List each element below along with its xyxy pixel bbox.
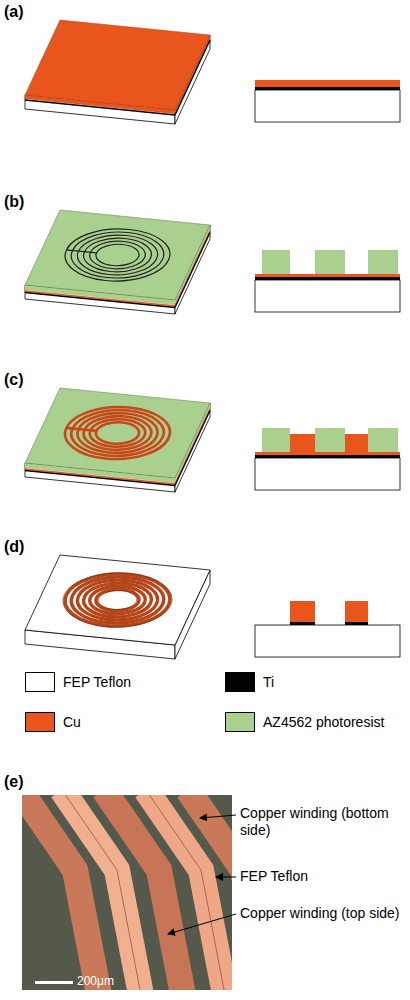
callout-label: Copper winding (bottom side) — [240, 805, 405, 839]
panel-label: (c) — [4, 370, 24, 389]
panel-label: (e) — [4, 772, 24, 791]
legend-entry: Ti — [225, 672, 274, 692]
panel-label: (b) — [4, 192, 24, 211]
callout-label: Copper winding (top side) — [240, 905, 405, 922]
panel-label: (d) — [4, 537, 24, 556]
legend-swatch — [225, 712, 255, 732]
legend-text: Cu — [63, 714, 81, 730]
legend-text: AZ4562 photoresist — [263, 714, 384, 730]
micrograph — [22, 795, 232, 990]
step-b — [25, 210, 400, 314]
legend-entry: FEP Teflon — [25, 672, 131, 692]
leader-arrows — [168, 815, 236, 934]
callout-label: FEP Teflon — [240, 868, 405, 885]
legend-swatch — [225, 672, 255, 692]
legend-entry: Cu — [25, 712, 81, 732]
legend-text: Ti — [263, 674, 274, 690]
legend-swatch — [25, 712, 55, 732]
step-a — [25, 20, 400, 124]
legend-text: FEP Teflon — [63, 674, 131, 690]
step-d — [25, 555, 400, 659]
step-c — [25, 388, 400, 492]
scale-bar-label: 200μm — [77, 974, 114, 988]
legend-swatch — [25, 672, 55, 692]
panel-label: (a) — [4, 2, 24, 21]
legend-entry: AZ4562 photoresist — [225, 712, 384, 732]
